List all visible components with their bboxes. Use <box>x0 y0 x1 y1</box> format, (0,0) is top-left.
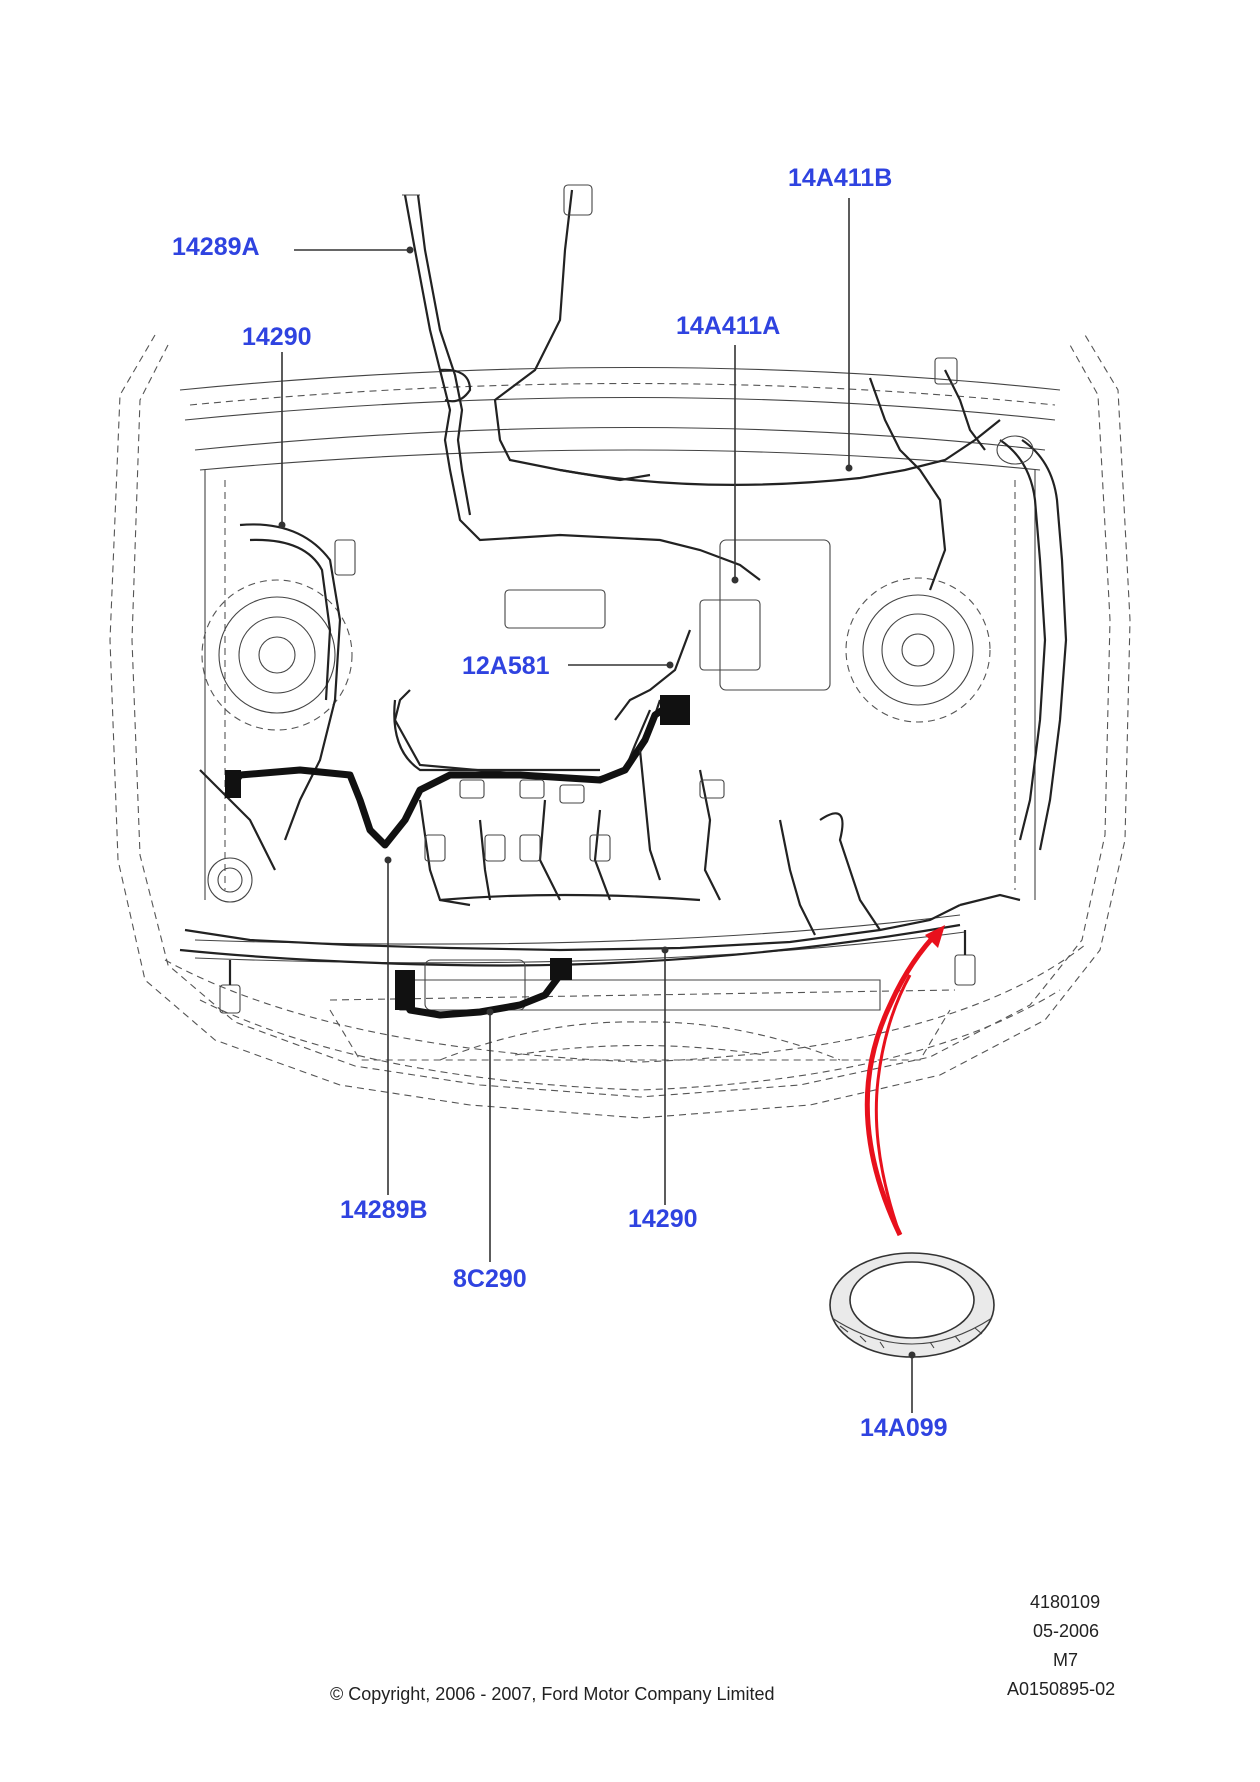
label-14290-bottom[interactable]: 14290 <box>628 1205 698 1233</box>
reference-number: 4180109 <box>1030 1592 1101 1612</box>
label-14289B[interactable]: 14289B <box>340 1196 428 1224</box>
label-14290-top[interactable]: 14290 <box>242 323 312 351</box>
harness-12A581 <box>393 539 831 782</box>
label-8C290[interactable]: 8C290 <box>453 1265 527 1293</box>
harness-14290-left <box>199 523 356 903</box>
label-12A581[interactable]: 12A581 <box>462 652 550 680</box>
harness-14289B <box>225 695 690 849</box>
left-strut-tower <box>201 579 353 731</box>
illustration-id: A0150895-02 <box>1007 1679 1116 1699</box>
copyright-notice: © Copyright, 2006 - 2007, Ford Motor Com… <box>330 1684 775 1704</box>
red-pointer-arrow <box>864 925 945 1237</box>
model-code: M7 <box>1053 1650 1079 1670</box>
label-14A411A[interactable]: 14A411A <box>676 312 781 340</box>
vehicle-body-outline <box>109 334 1131 1119</box>
harness-14289A <box>402 184 761 581</box>
grommet-14A099 <box>829 1252 995 1358</box>
label-14289A[interactable]: 14289A <box>172 233 260 261</box>
harness-8C290 <box>395 958 572 1019</box>
leader-lines <box>278 198 916 1413</box>
revision-date: 05-2006 <box>1033 1621 1100 1641</box>
engine-injectors <box>418 749 725 907</box>
harness-14A411B <box>559 357 1068 851</box>
harness-14290-front <box>179 812 1021 1014</box>
radiator-support <box>194 914 966 1011</box>
right-strut-tower <box>845 577 991 723</box>
label-14A411B[interactable]: 14A411B <box>788 164 893 192</box>
firewall-structure <box>179 366 1061 900</box>
label-14A099[interactable]: 14A099 <box>860 1414 948 1442</box>
